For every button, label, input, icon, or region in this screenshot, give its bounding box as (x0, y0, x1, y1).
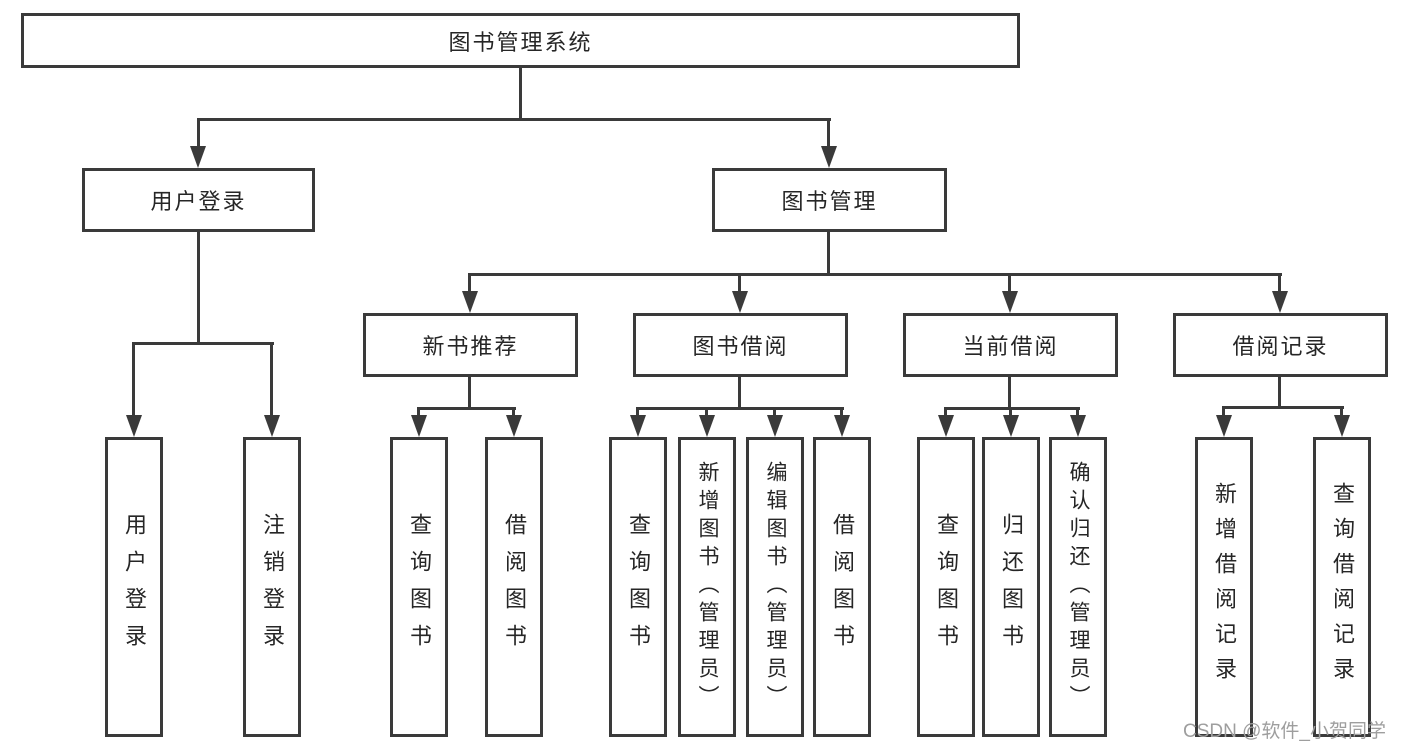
arrow-down-icon (1002, 291, 1018, 313)
connector-user-login-stem (197, 121, 200, 149)
leaf-query-borrow-record: 查询借阅记录 (1313, 437, 1371, 737)
leaf-edit-books-admin: 编辑图书（管理员） (746, 437, 804, 737)
arrow-down-icon (630, 415, 646, 437)
arrow-down-icon (462, 291, 478, 313)
connector-leaf-stem (1009, 407, 1012, 419)
connector-leaf-stem (1340, 406, 1343, 419)
leaf-logout-login: 注销登录 (243, 437, 301, 737)
connector-l4-branch (417, 407, 516, 410)
box-book-management: 图书管理 (712, 168, 947, 232)
leaf-label: 确认归还（管理员） (1067, 461, 1090, 713)
connector-level3-stem (738, 276, 741, 295)
leaf-label: 查询图书 (626, 513, 651, 661)
arrow-down-icon (264, 415, 280, 437)
connector-l4-down (738, 377, 741, 410)
arrow-down-icon (767, 415, 783, 437)
leaf-label: 查询图书 (934, 513, 959, 661)
book-management-label: 图书管理 (781, 189, 878, 214)
current-borrowing-label: 当前借阅 (962, 334, 1059, 359)
arrow-down-icon (411, 415, 427, 437)
arrow-down-icon (821, 146, 837, 168)
leaf-confirm-return-admin: 确认归还（管理员） (1049, 437, 1107, 737)
leaf-borrow-books-borrowing: 借阅图书 (813, 437, 871, 737)
leaf-label: 借阅图书 (502, 513, 527, 661)
leaf-query-books-recommend: 查询图书 (390, 437, 448, 737)
arrow-down-icon (1216, 415, 1232, 437)
connector-leaf-stem (132, 345, 135, 419)
connector-leaf-stem (1076, 407, 1079, 419)
arrow-down-icon (938, 415, 954, 437)
box-user-login: 用户登录 (82, 168, 315, 232)
box-new-book-recommendation: 新书推荐 (363, 313, 578, 377)
box-book-borrowing: 图书借阅 (633, 313, 848, 377)
arrow-down-icon (190, 146, 206, 168)
arrow-down-icon (1003, 415, 1019, 437)
connector-leaf-stem (417, 407, 420, 419)
connector-l4-branch (944, 407, 1080, 410)
connector-leaf-stem (840, 407, 843, 419)
box-library-management-system: 图书管理系统 (21, 13, 1020, 68)
connector-l4-branch (1222, 406, 1344, 409)
connector-l4-branch (636, 407, 844, 410)
book-borrowing-label: 图书借阅 (692, 334, 789, 359)
leaf-label: 归还图书 (999, 513, 1024, 661)
leaf-add-borrow-record: 新增借阅记录 (1195, 437, 1253, 737)
leaf-query-books-current: 查询图书 (917, 437, 975, 737)
connector-l4-down (468, 377, 471, 410)
new-book-recommendation-label: 新书推荐 (422, 334, 519, 359)
borrowing-records-label: 借阅记录 (1232, 334, 1329, 359)
box-current-borrowing: 当前借阅 (903, 313, 1118, 377)
leaf-label: 查询借阅记录 (1330, 482, 1355, 692)
connector-book-mgmt-stem (827, 121, 830, 149)
connector-level3-stem (1278, 276, 1281, 295)
leaf-label: 用户登录 (122, 513, 147, 661)
connector-l4-down (1008, 377, 1011, 410)
leaf-label: 新增图书（管理员） (696, 461, 719, 713)
leaf-query-books-borrowing: 查询图书 (609, 437, 667, 737)
arrow-down-icon (732, 291, 748, 313)
connector-l4-down (1278, 377, 1281, 409)
box-borrowing-records: 借阅记录 (1173, 313, 1388, 377)
arrow-down-icon (1334, 415, 1350, 437)
arrow-down-icon (1070, 415, 1086, 437)
leaf-label: 注销登录 (260, 513, 285, 661)
leaf-label: 新增借阅记录 (1212, 482, 1237, 692)
root-label: 图书管理系统 (448, 29, 593, 55)
leaf-user-login: 用户登录 (105, 437, 163, 737)
leaf-label: 编辑图书（管理员） (764, 461, 787, 713)
leaf-label: 借阅图书 (830, 513, 855, 661)
connector-leaf-stem (944, 407, 947, 419)
connector-leaf-stem (512, 407, 515, 419)
connector-level3-stem (1008, 276, 1011, 295)
arrow-down-icon (126, 415, 142, 437)
connector-leaf-stem (270, 345, 273, 419)
user-login-label: 用户登录 (150, 189, 247, 214)
connector-user-login-branch (132, 342, 274, 345)
connector-leaf-stem (1222, 406, 1225, 419)
connector-book-mgmt-down (827, 232, 830, 276)
arrow-down-icon (699, 415, 715, 437)
arrow-down-icon (1272, 291, 1288, 313)
connector-level2-branch (197, 118, 831, 121)
leaf-label: 查询图书 (407, 513, 432, 661)
connector-leaf-stem (705, 407, 708, 419)
leaf-add-books-admin: 新增图书（管理员） (678, 437, 736, 737)
arrow-down-icon (834, 415, 850, 437)
connector-level3-branch (468, 273, 1282, 276)
leaf-borrow-books-recommend: 借阅图书 (485, 437, 543, 737)
leaf-return-books: 归还图书 (982, 437, 1040, 737)
arrow-down-icon (506, 415, 522, 437)
csdn-watermark: CSDN @软件_小贺同学 (1183, 721, 1386, 742)
connector-root-stem (519, 68, 522, 121)
connector-level3-stem (468, 276, 471, 295)
connector-leaf-stem (773, 407, 776, 419)
connector-leaf-stem (636, 407, 639, 419)
connector-user-login-down (197, 232, 200, 345)
